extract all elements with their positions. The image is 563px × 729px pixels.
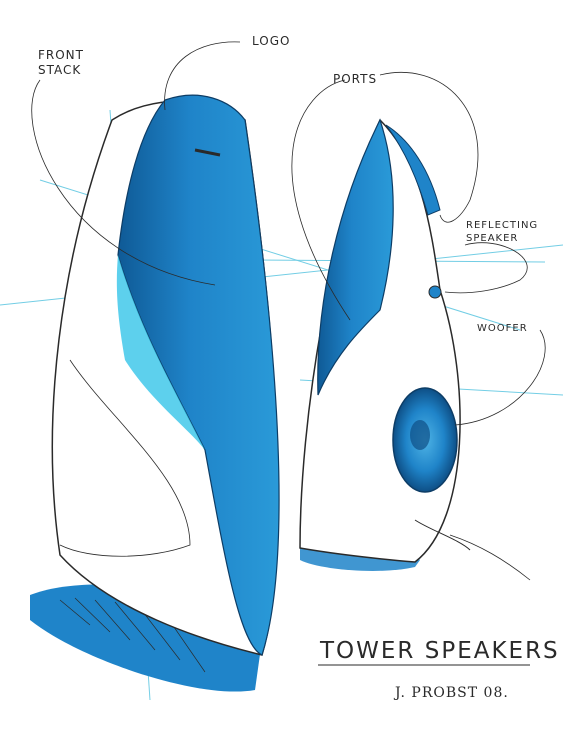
- callout-leaders: [31, 41, 546, 426]
- sketch-title: TOWER SPEAKERS: [320, 638, 560, 664]
- callout-woofer: WOOFER: [477, 323, 528, 334]
- callout-ports: PORTS: [333, 72, 378, 86]
- right-speaker: [299, 118, 531, 581]
- callout-front-stack: FRONT STACK: [38, 48, 84, 77]
- artist-signature: J. PROBST 08.: [395, 685, 509, 701]
- callout-logo: LOGO: [252, 34, 291, 48]
- left-speaker: [51, 94, 280, 656]
- callout-reflecting-speaker: REFLECTING SPEAKER: [466, 220, 539, 244]
